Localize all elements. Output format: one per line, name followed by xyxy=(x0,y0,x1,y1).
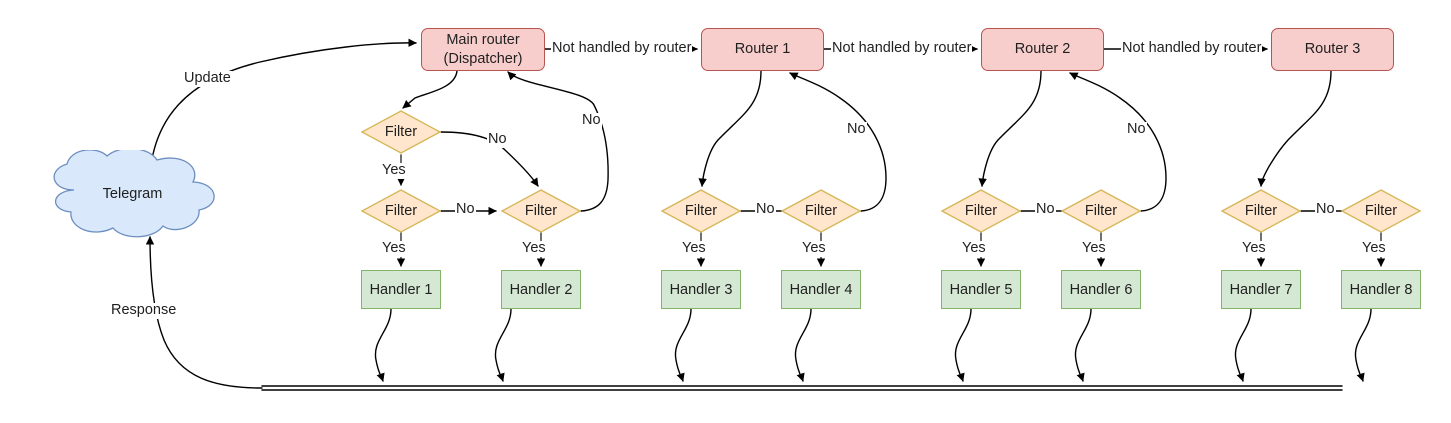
edge-router2-to-filter5 xyxy=(978,70,1042,187)
node-filter-4[interactable]: Filter xyxy=(781,189,861,233)
diamond-shape xyxy=(1341,189,1421,233)
handler-3-label: Handler 3 xyxy=(669,281,733,298)
node-handler-1[interactable]: Handler 1 xyxy=(361,270,441,309)
node-router-2[interactable]: Router 2 xyxy=(981,28,1104,71)
edge-label-update: Update xyxy=(183,70,232,87)
edge-main-to-filtertop xyxy=(402,70,458,109)
edge-label-no-filter6: No xyxy=(1126,121,1147,138)
diamond-shape xyxy=(661,189,741,233)
diamond-shape xyxy=(501,189,581,233)
edge-label-not-handled-3: Not handled by router xyxy=(1121,40,1263,57)
edge-handler3-to-bus xyxy=(674,308,692,382)
handler-7-label: Handler 7 xyxy=(1229,281,1293,298)
edge-label-response: Response xyxy=(110,302,178,319)
router-1-label: Router 1 xyxy=(734,41,791,58)
edge-label-yes-filter6: Yes xyxy=(1081,240,1107,257)
node-main-router[interactable]: Main router (Dispatcher) xyxy=(421,28,545,71)
edge-filter6-no-router2 xyxy=(1069,72,1167,212)
telegram-cloud: Telegram xyxy=(45,147,220,238)
node-router-1[interactable]: Router 1 xyxy=(701,28,824,71)
edge-label-not-handled-1: Not handled by router xyxy=(551,40,693,57)
handler-8-label: Handler 8 xyxy=(1349,281,1413,298)
node-filter-6[interactable]: Filter xyxy=(1061,189,1141,233)
node-filter-3[interactable]: Filter xyxy=(661,189,741,233)
diamond-shape xyxy=(361,189,441,233)
cloud-shape xyxy=(53,147,215,238)
edge-bus-to-telegram xyxy=(145,236,263,389)
diamond-shape xyxy=(781,189,861,233)
edge-label-yes-filter5: Yes xyxy=(961,240,987,257)
edge-label-no-filter1: No xyxy=(455,201,476,218)
handler-2-label: Handler 2 xyxy=(509,281,573,298)
edge-label-yes-filter8: Yes xyxy=(1361,240,1387,257)
diamond-shape xyxy=(941,189,1021,233)
edge-handler6-to-bus xyxy=(1074,308,1092,382)
edge-label-no-filter3: No xyxy=(755,201,776,218)
diamond-shape xyxy=(361,110,441,154)
node-filter-5[interactable]: Filter xyxy=(941,189,1021,233)
edge-label-yes-filter3: Yes xyxy=(681,240,707,257)
edge-filter4-no-router1 xyxy=(789,72,887,212)
edge-handler7-to-bus xyxy=(1234,308,1252,382)
edge-handler8-to-bus xyxy=(1354,308,1372,382)
edge-handler5-to-bus xyxy=(954,308,972,382)
edge-label-no-filter4: No xyxy=(846,121,867,138)
node-handler-6[interactable]: Handler 6 xyxy=(1061,270,1141,309)
edge-filter2-no-mainrouter xyxy=(507,71,609,212)
edge-label-no-filter2: No xyxy=(581,112,602,129)
handler-5-label: Handler 5 xyxy=(949,281,1013,298)
edge-label-yes-filter4: Yes xyxy=(801,240,827,257)
edge-router3-to-filter7 xyxy=(1257,70,1332,187)
edge-label-no-filter7: No xyxy=(1315,201,1336,218)
node-filter-8[interactable]: Filter xyxy=(1341,189,1421,233)
edge-label-no-filter5: No xyxy=(1035,201,1056,218)
node-handler-8[interactable]: Handler 8 xyxy=(1341,270,1421,309)
node-handler-5[interactable]: Handler 5 xyxy=(941,270,1021,309)
edge-update xyxy=(149,38,417,174)
router-2-label: Router 2 xyxy=(1014,41,1071,58)
node-router-3[interactable]: Router 3 xyxy=(1271,28,1394,71)
node-filter-2[interactable]: Filter xyxy=(501,189,581,233)
node-filter-top-main[interactable]: Filter xyxy=(361,110,441,154)
node-handler-3[interactable]: Handler 3 xyxy=(661,270,741,309)
edge-filtertop-no-filter2 xyxy=(440,131,539,187)
edge-label-yes-filtertop: Yes xyxy=(381,162,407,179)
edge-router1-to-filter3 xyxy=(698,70,762,187)
edge-label-yes-filter7: Yes xyxy=(1241,240,1267,257)
edge-handler2-to-bus xyxy=(494,308,512,382)
handler-6-label: Handler 6 xyxy=(1069,281,1133,298)
handler-4-label: Handler 4 xyxy=(789,281,853,298)
edge-label-not-handled-2: Not handled by router xyxy=(831,40,973,57)
router-3-label: Router 3 xyxy=(1304,41,1361,58)
edge-label-yes-filter1: Yes xyxy=(381,240,407,257)
diamond-shape xyxy=(1221,189,1301,233)
handler-1-label: Handler 1 xyxy=(369,281,433,298)
node-handler-2[interactable]: Handler 2 xyxy=(501,270,581,309)
node-filter-7[interactable]: Filter xyxy=(1221,189,1301,233)
edge-handler1-to-bus xyxy=(374,308,392,382)
edge-label-no-filtertop: No xyxy=(487,131,508,148)
edge-label-yes-filter2: Yes xyxy=(521,240,547,257)
edge-handler4-to-bus xyxy=(794,308,812,382)
node-handler-4[interactable]: Handler 4 xyxy=(781,270,861,309)
node-handler-7[interactable]: Handler 7 xyxy=(1221,270,1301,309)
node-filter-1[interactable]: Filter xyxy=(361,189,441,233)
diamond-shape xyxy=(1061,189,1141,233)
main-router-line2: (Dispatcher) xyxy=(443,50,523,67)
main-router-line1: Main router xyxy=(446,32,520,49)
